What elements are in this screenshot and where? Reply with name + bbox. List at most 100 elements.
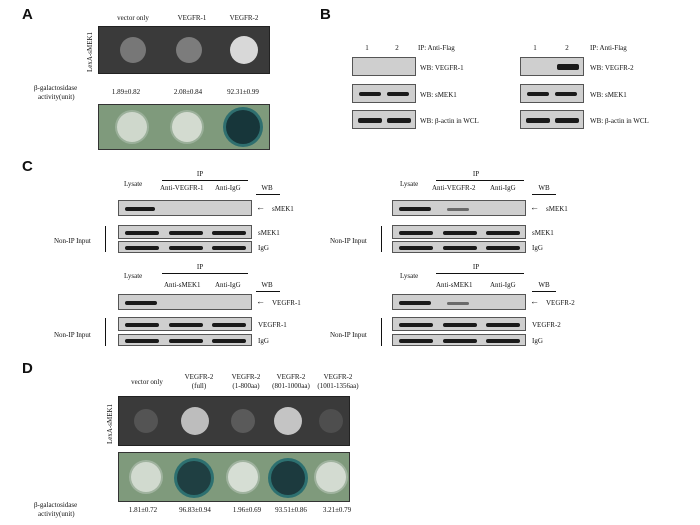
panel-label-c: C [22,158,33,175]
c3-ip-line [162,273,248,274]
panel-a-beta-label-1: β-galactosidase [34,84,78,92]
band [399,301,431,305]
xgal-a-2 [172,112,202,142]
c4-wb-line [532,291,556,292]
panel-d-col-5-l1: VEGFR-2 [323,373,353,381]
panel-b-blot-actin-left [352,110,416,129]
panel-d-col-5-l2: (1001-1356aa) [317,382,359,390]
spot-a-3 [230,36,258,64]
band [399,246,433,250]
band [125,207,155,211]
band [359,92,381,96]
c4-ip: IP [472,263,480,271]
panel-a-side-label: LexA-sMEK1 [86,31,94,72]
band [443,323,477,327]
c3-input-label: VEGFR-1 [258,321,287,329]
c3-ip: IP [196,263,204,271]
band [169,323,203,327]
c2-blot-input [392,225,526,239]
band [486,323,520,327]
band [486,339,520,343]
panel-b-lane-1-right: 1 [533,44,537,52]
xgal-d-4 [271,461,305,495]
c4-ip-line [436,273,524,274]
band [399,207,431,211]
panel-a-col-1: vector only [117,14,149,22]
panel-d-beta-label-2: activity(unit) [38,510,75,518]
c2-ip-line [436,180,524,181]
xgal-a-3 [226,110,260,144]
c2-blot-igg [392,241,526,253]
c1-igg-label: IgG [258,244,269,252]
spot-d-5 [319,409,343,433]
c3-wb: WB [261,281,273,289]
xgal-a-1 [117,112,147,142]
c4-blot-input [392,317,526,331]
band [399,323,433,327]
c1-bracket [105,226,106,252]
band [387,92,409,96]
band [358,118,382,123]
c1-lysate: Lysate [124,180,143,188]
panel-a-spot-image [98,26,270,74]
panel-d-xgal-image [118,452,350,502]
band [443,231,477,235]
c2-wb-line [532,194,556,195]
c3-target: VEGFR-1 [272,299,301,307]
panel-d-col-4-l1: VEGFR-2 [276,373,306,381]
panel-b-wb-right-1: WB: VEGFR-2 [590,64,634,72]
c1-ab1: Anti-VEGFR-1 [160,184,204,192]
c4-input-label: VEGFR-2 [532,321,561,329]
panel-d-value-4: 93.51±0.86 [275,506,307,514]
c2-ab2: Anti-IgG [490,184,516,192]
c3-blot-igg [118,334,252,346]
c3-bracket [105,318,106,346]
c2-ip: IP [472,170,480,178]
band [443,339,477,343]
band [125,301,157,305]
c2-input-label: sMEK1 [532,229,554,237]
panel-d-spot-image [118,396,350,446]
panel-d-beta-label-1: β-galactosidase [34,501,78,509]
band [169,339,203,343]
c1-blot-target [118,200,252,216]
panel-a-value-3: 92.31±0.99 [227,88,259,96]
c2-bracket [381,226,382,252]
c4-target: VEGFR-2 [546,299,575,307]
c3-igg-label: IgG [258,337,269,345]
panel-d-value-2: 96.83±0.94 [179,506,211,514]
band [486,246,520,250]
c3-blot-target [118,294,252,310]
c2-igg-label: IgG [532,244,543,252]
panel-b-wb-right-2: WB: sMEK1 [590,91,627,99]
spot-d-4 [274,407,302,435]
c3-ab1: Anti-sMEK1 [164,281,201,289]
band [555,118,579,123]
c2-wb: WB [538,184,550,192]
panel-d-value-3: 1.96±0.69 [232,506,262,514]
panel-b-wb-left-3: WB: β-actin in WCL [420,117,479,125]
band [212,231,246,235]
panel-b-lane-2-right: 2 [565,44,569,52]
c4-blot-igg [392,334,526,346]
panel-b-ip-right: IP: Anti-Flag [590,44,627,52]
band-faint [447,302,469,305]
panel-b-blot-vegfr2 [520,57,584,76]
c1-ip-line [162,180,248,181]
xgal-d-3 [228,462,258,492]
band [169,246,203,250]
band [486,231,520,235]
panel-d-col-3-l1: VEGFR-2 [231,373,261,381]
c3-non-ip: Non-IP Input [54,331,91,339]
panel-b-blot-smek1-left [352,84,416,103]
c3-blot-input [118,317,252,331]
panel-d-side-label: LexA-sMEK1 [106,403,114,444]
band [387,118,411,123]
panel-a-value-2: 2.08±0.84 [173,88,203,96]
panel-b-wb-left-1: WB: VEGFR-1 [420,64,464,72]
panel-a-value-1: 1.89±0.82 [111,88,141,96]
panel-d-col-2-l2: (full) [191,382,207,390]
xgal-d-2 [177,461,211,495]
panel-d-value-5: 3.21±0.79 [322,506,352,514]
panel-b-wb-left-2: WB: sMEK1 [420,91,457,99]
